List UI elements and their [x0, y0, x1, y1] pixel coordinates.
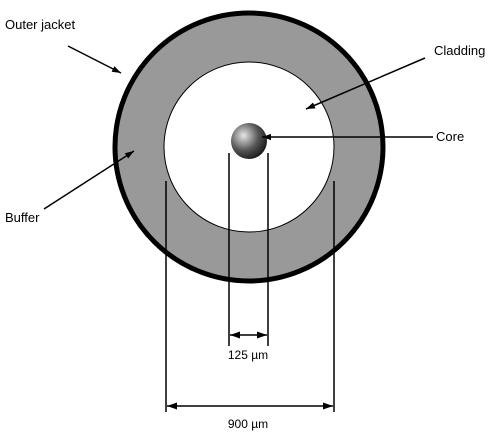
cladding-leader	[305, 57, 426, 110]
core-circle	[231, 123, 267, 159]
cladding-label: Cladding	[434, 43, 485, 58]
buffer-label: Buffer	[5, 210, 40, 225]
inner-dimension-label: 125 µm	[228, 348, 268, 362]
core-label: Core	[436, 129, 464, 144]
outer-jacket-label: Outer jacket	[5, 17, 75, 32]
outer-dimension-label: 900 µm	[228, 417, 268, 431]
outer-jacket-leader	[67, 45, 122, 74]
buffer-leader	[43, 150, 135, 210]
